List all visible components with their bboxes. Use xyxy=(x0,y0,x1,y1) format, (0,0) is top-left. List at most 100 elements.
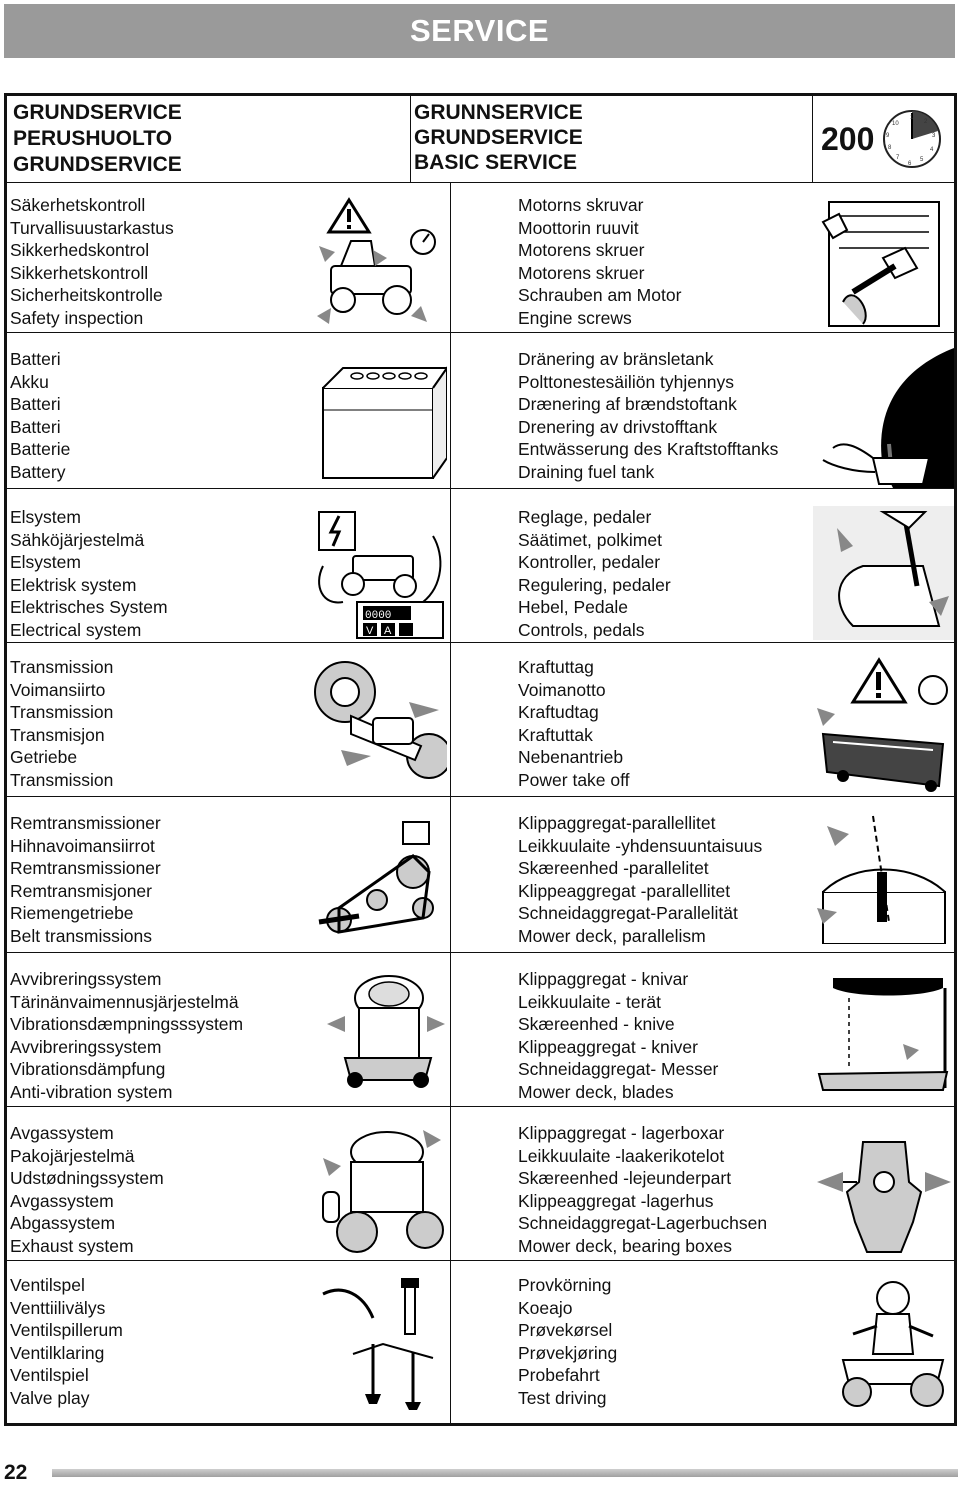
clock-dial-icon: 123 456 789 10 xyxy=(883,110,942,168)
right-service-item-line: Polttonestesäiliön tyhjennys xyxy=(518,371,734,392)
left-service-item-line: Transmission xyxy=(10,657,114,677)
svg-text:4: 4 xyxy=(930,147,934,153)
right-service-item-line: Motorens skruer xyxy=(518,262,645,283)
right-service-item-line: Mower deck, blades xyxy=(518,1081,674,1102)
svg-text:5: 5 xyxy=(920,157,924,163)
right-service-item-line: Entwässerung des Kraftstofftanks xyxy=(518,439,779,459)
left-service-item-line: Abgassystem xyxy=(10,1213,116,1233)
right-service-item-line: Moottorin ruuvit xyxy=(518,217,639,238)
left-service-item-line: Electrical system xyxy=(10,619,142,640)
header-middle: GRUNNSERVICE GRUNDSERVICE BASIC SERVICE xyxy=(414,100,809,175)
left-service-item-line: Akku xyxy=(10,371,49,392)
right-service-item-line: Leikkuulaite - terät xyxy=(518,991,661,1012)
left-service-item-line: Remtransmissioner xyxy=(10,858,161,878)
row-divider xyxy=(7,952,954,953)
left-service-item-line: Getriebe xyxy=(10,747,78,767)
left-service-item-line: Remtransmissioner xyxy=(10,813,161,833)
left-service-item-line: Vibrationsdämpfung xyxy=(10,1059,166,1079)
right-service-item-line: Hebel, Pedale xyxy=(518,597,628,617)
right-service-item-line: Regulering, pedaler xyxy=(518,574,671,595)
left-service-item-line: Tärinänvaimennusjärjestelmä xyxy=(10,991,239,1012)
left-service-item-line: Avvibreringssystem xyxy=(10,969,162,989)
right-service-item-line: Engine screws xyxy=(518,307,632,328)
left-service-item-line: Hihnavoimansiirrot xyxy=(10,835,155,856)
svg-text:2: 2 xyxy=(924,119,928,125)
right-service-item-line: Draining fuel tank xyxy=(518,461,655,482)
svg-text:10: 10 xyxy=(892,121,899,127)
right-service-item-line: Klippeaggregat - kniver xyxy=(518,1036,698,1057)
left-service-item-line: Sähköjärjestelmä xyxy=(10,529,145,550)
svg-text:7: 7 xyxy=(896,155,900,161)
page-number: 22 xyxy=(4,1461,28,1484)
row-divider xyxy=(7,1260,954,1261)
svg-text:0000: 0000 xyxy=(365,610,391,622)
header-left-line: GRUNDSERVICE xyxy=(13,153,182,176)
pto-deck-warning-icon xyxy=(813,656,954,796)
right-service-item-line: Skæreenhed - knive xyxy=(518,1014,675,1034)
left-service-item-line: Battery xyxy=(10,461,66,482)
section-banner: SERVICE xyxy=(4,4,955,58)
left-service-item-line: Remtransmisjoner xyxy=(10,880,152,901)
left-service-item-line: Udstødningssystem xyxy=(10,1168,164,1188)
right-service-item-line: Power take off xyxy=(518,769,630,790)
left-service-item-line: Ventilspel xyxy=(10,1275,85,1295)
electrical-multimeter-icon: 0000 V A xyxy=(313,506,447,640)
engine-bolt-icon xyxy=(813,192,954,330)
right-service-item-line: Mower deck, parallelism xyxy=(518,925,706,946)
left-service-item-line: Transmisjon xyxy=(10,724,105,745)
right-service-item-line: Koeajo xyxy=(518,1297,573,1318)
left-service-item-line: Valve play xyxy=(10,1387,90,1408)
row-divider xyxy=(7,488,954,489)
header-left: GRUNDSERVICE PERUSHUOLTO GRUNDSERVICE xyxy=(13,100,411,178)
left-service-item-line: Elsystem xyxy=(10,507,81,527)
right-service-item-line: Klippaggregat-parallellitet xyxy=(518,813,716,833)
right-service-item-line: Kontroller, pedaler xyxy=(518,552,661,572)
battery-icon xyxy=(313,348,447,488)
right-service-item-line: Skæreenhed -parallelitet xyxy=(518,858,709,878)
row-divider xyxy=(7,332,954,333)
right-service-item-line: Test driving xyxy=(518,1387,607,1408)
belt-pulley-icon xyxy=(313,812,447,944)
left-service-item-line: Elsystem xyxy=(10,552,81,572)
transmission-wheel-icon xyxy=(311,656,447,796)
right-service-item-line: Kraftuttag xyxy=(518,657,594,677)
left-service-item-line: Batteri xyxy=(10,349,61,369)
left-service-item-line: Sicherheitskontrolle xyxy=(10,285,163,305)
svg-text:3: 3 xyxy=(932,133,936,139)
right-service-item-line: Drænering af brændstoftank xyxy=(518,394,737,414)
svg-text:6: 6 xyxy=(908,161,912,167)
service-hours: 200 xyxy=(821,120,875,157)
svg-text:9: 9 xyxy=(886,133,890,139)
right-service-item-line: Kraftuttak xyxy=(518,724,593,745)
left-service-item-line: Säkerhetskontroll xyxy=(10,195,146,215)
controls-pedals-icon xyxy=(813,506,954,640)
left-service-item-line: Turvallisuustarkastus xyxy=(10,217,174,238)
right-service-item-line: Reglage, pedaler xyxy=(518,507,652,527)
engine-vibration-icon xyxy=(325,968,447,1098)
right-service-item-line: Klippeaggregat -lagerhus xyxy=(518,1190,714,1211)
right-service-item-line: Schneidaggregat- Messer xyxy=(518,1059,719,1079)
deck-parallelism-icon xyxy=(813,812,954,944)
left-service-item-line: Venttiilivälys xyxy=(10,1297,106,1318)
right-service-item-line: Prøvekjøring xyxy=(518,1342,618,1363)
header-left-line: GRUNDSERVICE xyxy=(13,101,182,124)
left-service-item-line: Ventilspiel xyxy=(10,1365,89,1385)
header-middle-line: GRUNDSERVICE xyxy=(414,126,583,149)
left-service-item-line: Safety inspection xyxy=(10,307,144,328)
left-service-item-line: Transmission xyxy=(10,702,114,722)
right-service-item-line: Motorens skruer xyxy=(518,240,645,260)
row-divider xyxy=(7,1106,954,1107)
left-service-item-line: Belt transmissions xyxy=(10,925,152,946)
right-service-item-line: Controls, pedals xyxy=(518,619,645,640)
